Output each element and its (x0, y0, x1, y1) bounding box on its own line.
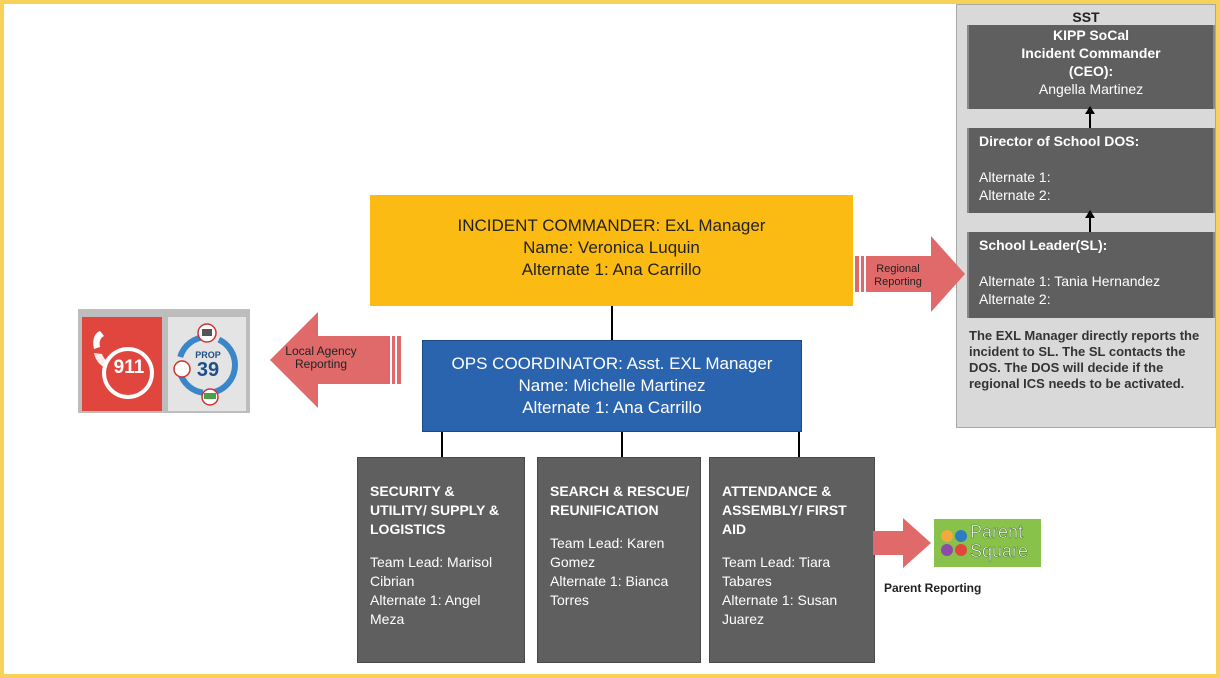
ceo-title: (CEO): (1068, 63, 1114, 79)
ops-coordinator-box: OPS COORDINATOR: Asst. EXL Manager Name:… (422, 340, 802, 432)
ceo-box: KIPP SoCal Incident Commander (CEO): Ang… (967, 25, 1215, 109)
dos-box: Director of School DOS: Alternate 1: Alt… (967, 128, 1215, 213)
connector-ops-team-2 (621, 432, 623, 457)
arrowhead-up-icon (1085, 210, 1095, 218)
team-lead: Team Lead: Karen Gomez (550, 535, 665, 570)
connector-ic-ops (611, 306, 613, 340)
connector-ceo-dos (1089, 109, 1091, 128)
ops-alternate: Alternate 1: Ana Carrillo (522, 398, 702, 417)
parent-reporting-label: Parent Reporting (884, 581, 982, 595)
team-box-security: SECURITY & UTILITY/ SUPPLY & LOGISTICS T… (357, 457, 525, 663)
team-title: SEARCH & RESCUE/ REUNIFICATION (550, 483, 690, 518)
ceo-role: Incident Commander (1021, 45, 1161, 61)
team-lead: Team Lead: Tiara Tabares (722, 554, 831, 589)
regional-arrow-icon (855, 236, 965, 312)
parent-arrow-icon (873, 518, 931, 568)
team-lead: Team Lead: Marisol Cibrian (370, 554, 493, 589)
sst-note: The EXL Manager directly reports the inc… (969, 328, 1200, 391)
team-alternate: Alternate 1: Angel Meza (370, 592, 481, 627)
team-alternate: Alternate 1: Bianca Torres (550, 573, 669, 608)
ic-title: INCIDENT COMMANDER: ExL Manager (457, 216, 766, 235)
prop39-logo: PROP 39 (168, 317, 246, 411)
ceo-name: Angella Martinez (1038, 81, 1144, 97)
parentsquare-icon (941, 530, 967, 556)
team-box-search-rescue: SEARCH & RESCUE/ REUNIFICATION Team Lead… (537, 457, 701, 663)
connector-dos-sl (1089, 213, 1091, 232)
regional-reporting-label: Regional Reporting (874, 263, 922, 288)
local-agency-arrow-icon (270, 312, 401, 408)
prop-number: 39 (196, 359, 220, 381)
ops-name: Name: Michelle Martinez (518, 376, 706, 395)
incident-commander-box: INCIDENT COMMANDER: ExL Manager Name: Ve… (370, 195, 853, 306)
parentsquare-word-2: Square (970, 541, 1029, 561)
ops-title: OPS COORDINATOR: Asst. EXL Manager (451, 354, 773, 373)
sst-title: SST (1072, 9, 1100, 25)
team-alternate: Alternate 1: Susan Juarez (722, 592, 838, 627)
dos-alternate-2: Alternate 2: (979, 187, 1051, 203)
prop-label: PROP (195, 350, 221, 360)
team-title: ATTENDANCE & ASSEMBLY/ FIRST AID (722, 483, 847, 537)
team-title: SECURITY & UTILITY/ SUPPLY & LOGISTICS (370, 483, 500, 537)
dos-alternate-1: Alternate 1: (979, 169, 1051, 185)
phone-icon (93, 331, 154, 399)
energy-cycle-icon (173, 323, 238, 406)
local-agency-reporting-label: Local Agency Reporting (285, 344, 357, 371)
team-box-attendance: ATTENDANCE & ASSEMBLY/ FIRST AID Team Le… (709, 457, 875, 663)
sl-alternate-1: Alternate 1: Tania Hernandez (979, 273, 1161, 289)
parentsquare-logo: Parent Square (934, 519, 1041, 567)
sl-box: School Leader(SL): Alternate 1: Tania He… (967, 232, 1215, 318)
ceo-org: KIPP SoCal (1053, 27, 1129, 43)
ic-name: Name: Veronica Luquin (523, 238, 700, 257)
connector-ops-team-1 (441, 432, 443, 457)
sl-title: School Leader(SL): (979, 237, 1108, 253)
parentsquare-text: Parent Square (970, 522, 1029, 561)
connector-ops-team-3 (798, 432, 800, 457)
emergency-number: 911 (113, 357, 145, 378)
emergency-911-logo: 911 (82, 317, 162, 411)
dos-title: Director of School DOS: (979, 133, 1140, 149)
ic-alternate: Alternate 1: Ana Carrillo (521, 260, 702, 279)
arrowhead-up-icon (1085, 106, 1095, 114)
sl-alternate-2: Alternate 2: (979, 291, 1051, 307)
parentsquare-word-1: Parent (970, 522, 1024, 542)
